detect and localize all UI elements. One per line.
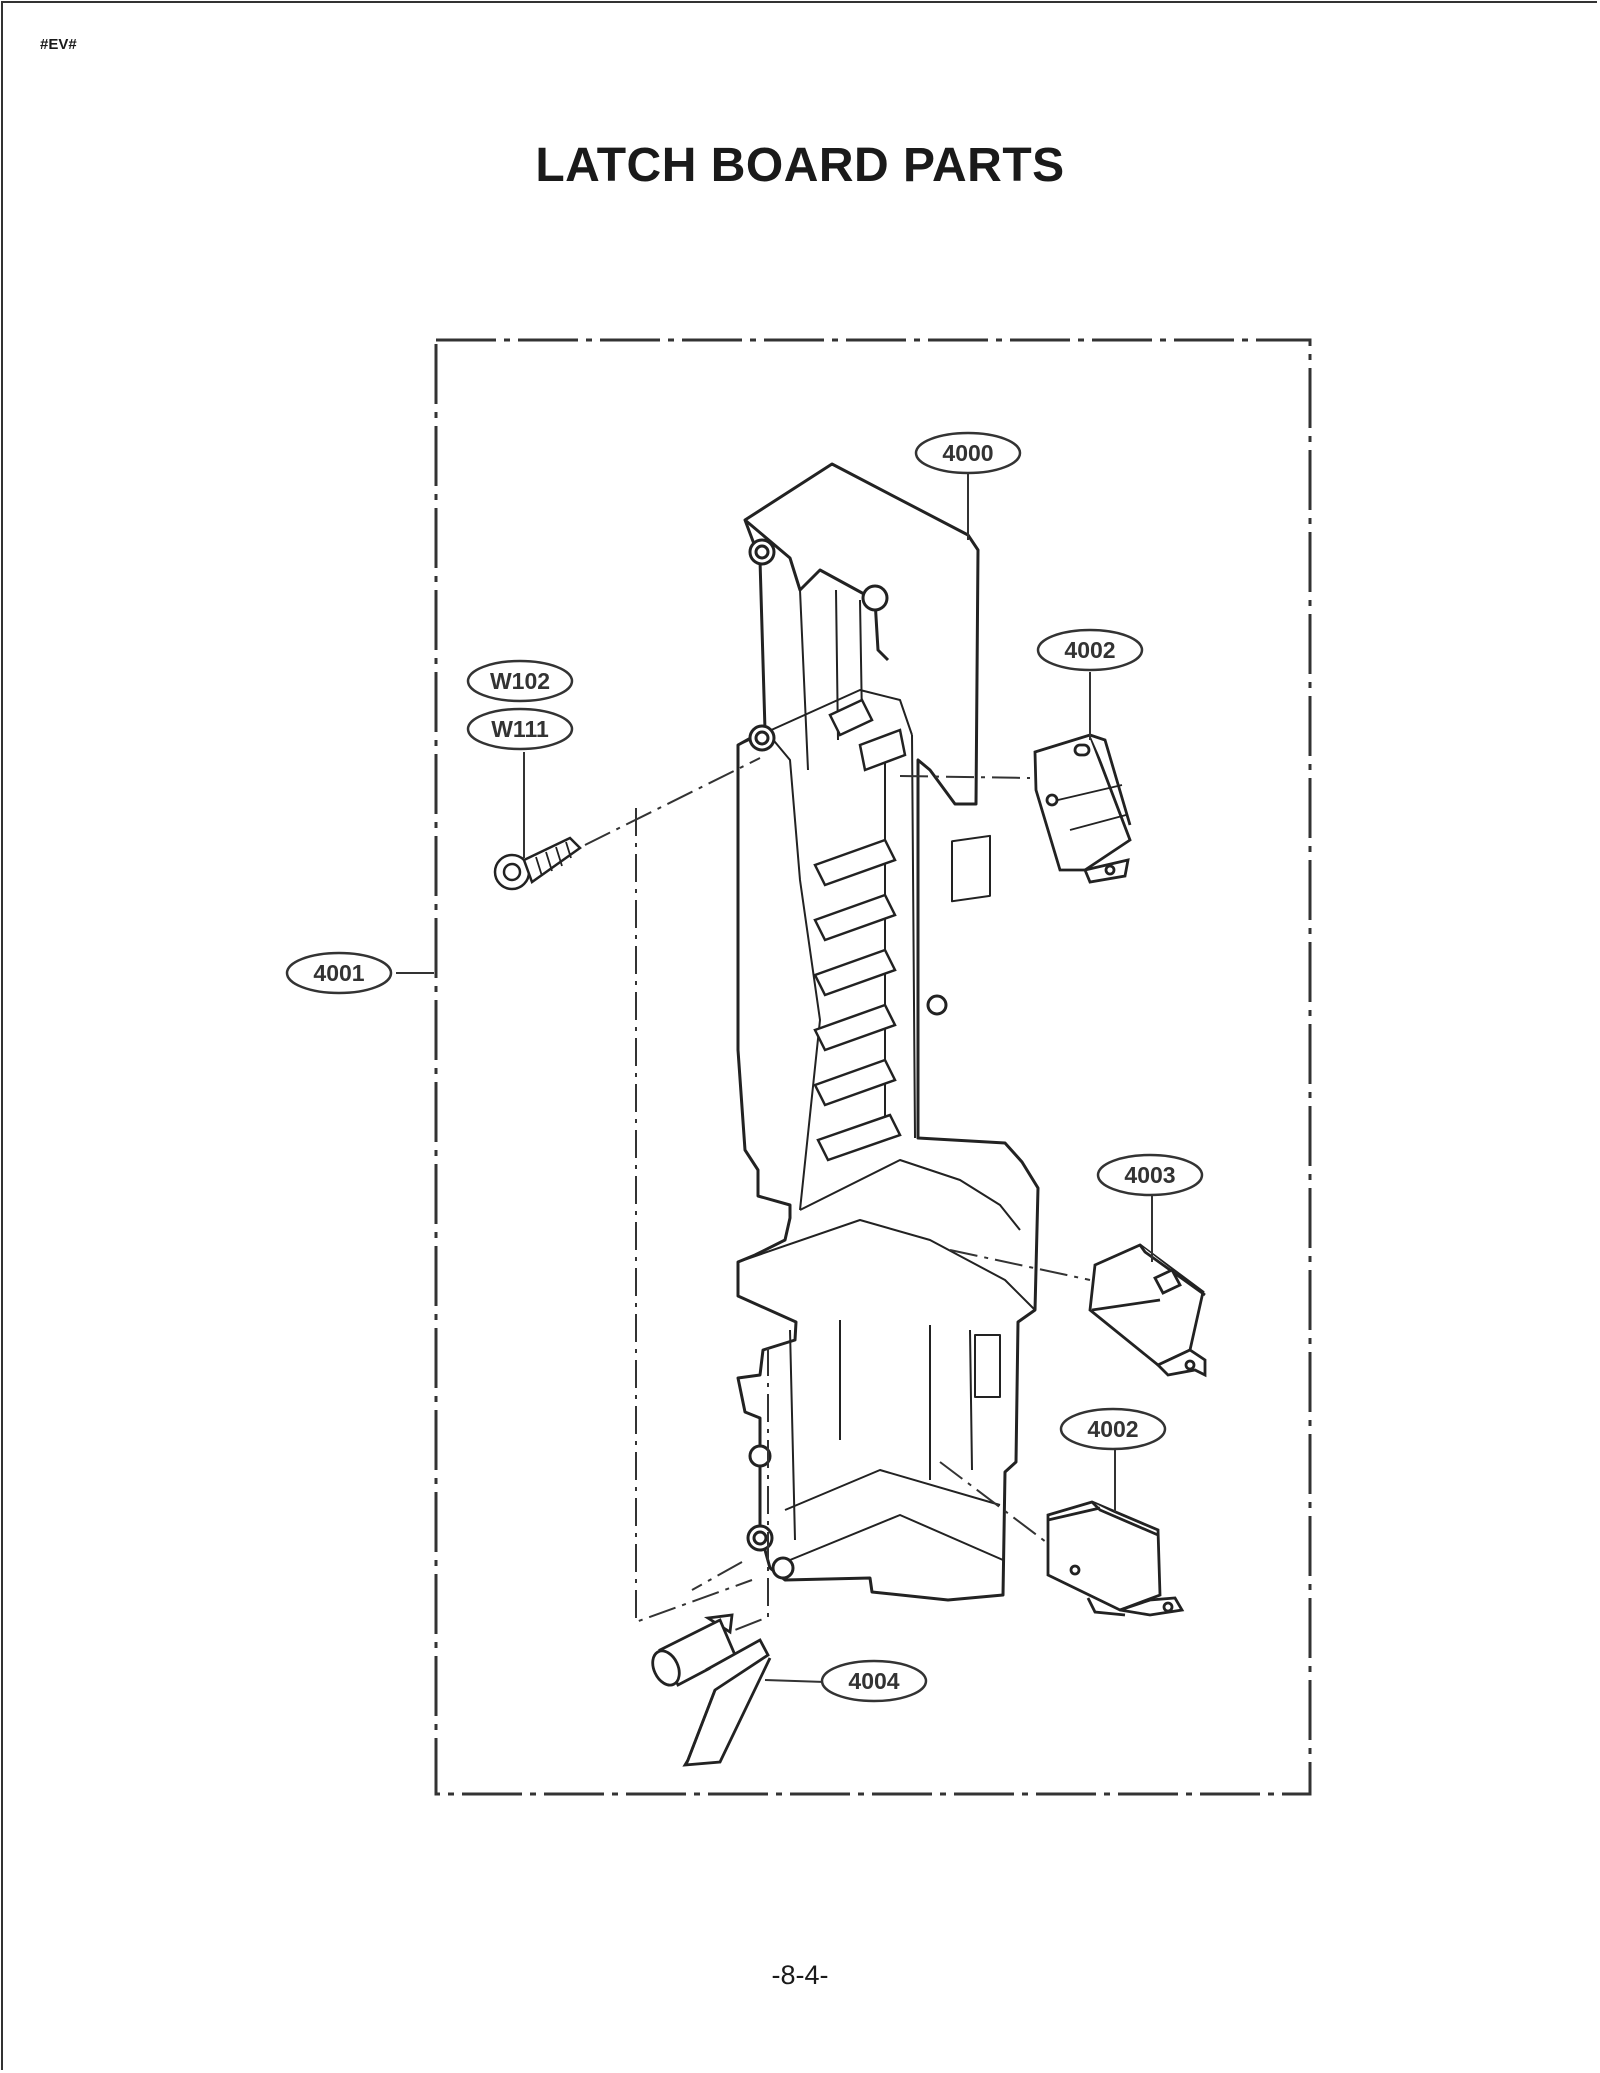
callout-4002-bottom-label: 4002 [1087,1416,1138,1442]
callout-w111-label: W111 [491,716,549,742]
callout-4001-label: 4001 [313,960,364,986]
callout-4003-label: 4003 [1124,1162,1175,1188]
callout-4000-label: 4000 [942,440,993,466]
callout-4002-bottom: 4002 [1059,1407,1167,1451]
screw-part [493,836,582,891]
assembly-leader-lines [584,757,1091,1631]
callout-4000: 4000 [914,431,1022,475]
callout-4003: 4003 [1096,1153,1204,1197]
callout-w102-label: W102 [490,668,550,694]
assembly-frame [434,338,1312,1796]
callout-w111: W111 [466,707,574,751]
callout-4002-top-label: 4002 [1064,637,1115,663]
switch-4003 [1088,1243,1207,1378]
switch-4002-bottom [1046,1500,1185,1617]
lever-4004 [651,1613,772,1767]
callout-4001: 4001 [285,951,393,995]
page-number: -8-4- [771,1960,829,1990]
latch-slots [813,698,907,1162]
latch-board-body [736,462,1040,1602]
page-title: LATCH BOARD PARTS [535,139,1065,192]
document-code: #EV# [40,36,77,53]
callout-4002-top: 4002 [1036,628,1144,672]
callout-leader-lines [396,472,1153,1683]
switch-4002-top [1033,733,1132,884]
callout-4004-label: 4004 [848,1668,899,1694]
callout-w102: W102 [466,659,574,703]
callout-4004: 4004 [820,1659,928,1703]
